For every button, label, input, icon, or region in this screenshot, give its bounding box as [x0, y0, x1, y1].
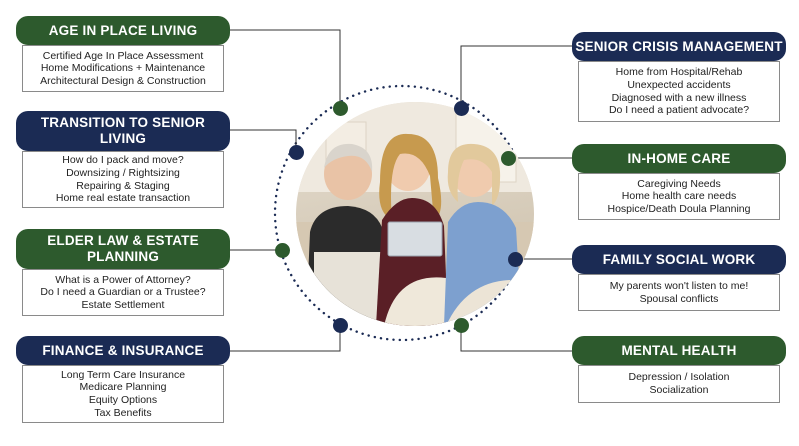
card-line: Depression / Isolation	[628, 371, 730, 384]
card-body: Caregiving Needs Home health care needs …	[578, 173, 780, 220]
node-dot-in-home	[501, 151, 516, 166]
card-line: Architectural Design & Construction	[40, 74, 206, 87]
card-transition: TRANSITION TO SENIOR LIVING How do I pac…	[16, 111, 230, 208]
card-header: FINANCE & INSURANCE	[16, 336, 230, 365]
connector-transition	[230, 129, 297, 152]
card-line: Home from Hospital/Rehab	[615, 66, 743, 79]
node-dot-mental-health	[454, 318, 469, 333]
card-line: Socialization	[649, 384, 709, 396]
node-dot-elder-law	[275, 243, 290, 258]
connector-age-in-place	[230, 29, 341, 108]
connector-crisis	[460, 45, 572, 108]
card-line: Long Term Care Insurance	[60, 368, 186, 381]
card-body: Depression / Isolation Socialization	[578, 365, 780, 403]
connector-finance	[230, 326, 341, 352]
card-header: IN-HOME CARE	[572, 144, 786, 173]
card-line: Home real estate transaction	[55, 192, 191, 205]
card-line: Equity Options	[88, 394, 158, 406]
node-dot-finance	[333, 318, 348, 333]
card-line: Tax Benefits	[94, 406, 152, 419]
card-line: Diagnosed with a new illness	[611, 91, 747, 104]
card-in-home: IN-HOME CARE Caregiving Needs Home healt…	[572, 144, 786, 220]
center-photo	[296, 102, 534, 326]
card-line: Repairing & Staging	[76, 179, 170, 192]
card-line: Home Modifications + Maintenance	[40, 62, 206, 75]
card-line: Hospice/Death Doula Planning	[607, 202, 751, 215]
card-finance: FINANCE & INSURANCE Long Term Care Insur…	[16, 336, 230, 423]
node-dot-crisis	[454, 101, 469, 116]
card-line: Medicare Planning	[79, 381, 167, 394]
card-line: What is a Power of Attorney?	[55, 273, 191, 286]
card-crisis: SENIOR CRISIS MANAGEMENT Home from Hospi…	[572, 32, 786, 122]
card-header: TRANSITION TO SENIOR LIVING	[16, 111, 230, 151]
card-line: How do I pack and move?	[62, 154, 184, 167]
card-header: ELDER LAW & ESTATE PLANNING	[16, 229, 230, 269]
seniors-laughing-illustration	[296, 102, 534, 326]
card-social-work: FAMILY SOCIAL WORK My parents won't list…	[572, 245, 786, 311]
card-body: Home from Hospital/Rehab Unexpected acci…	[578, 61, 780, 122]
card-line: Do I need a patient advocate?	[608, 104, 750, 117]
card-line: Spousal conflicts	[639, 292, 719, 305]
card-mental-health: MENTAL HEALTH Depression / Isolation Soc…	[572, 336, 786, 403]
connector-mental-health	[460, 326, 572, 352]
card-header: SENIOR CRISIS MANAGEMENT	[572, 32, 786, 61]
card-line: Certified Age In Place Assessment	[42, 49, 204, 62]
card-body: What is a Power of Attorney? Do I need a…	[22, 269, 224, 316]
card-line: Unexpected accidents	[627, 78, 731, 91]
card-header: MENTAL HEALTH	[572, 336, 786, 365]
card-line: My parents won't listen to me!	[609, 279, 749, 292]
card-header: AGE IN PLACE LIVING	[16, 16, 230, 45]
card-body: How do I pack and move? Downsizing / Rig…	[22, 151, 224, 208]
card-age-in-place: AGE IN PLACE LIVING Certified Age In Pla…	[16, 16, 230, 92]
card-body: My parents won't listen to me! Spousal c…	[578, 274, 780, 311]
node-dot-social-work	[508, 252, 523, 267]
card-body: Long Term Care Insurance Medicare Planni…	[22, 365, 224, 423]
card-line: Caregiving Needs	[637, 177, 721, 190]
card-line: Home health care needs	[621, 190, 737, 203]
card-elder-law: ELDER LAW & ESTATE PLANNING What is a Po…	[16, 229, 230, 316]
card-line: Do I need a Guardian or a Trustee?	[40, 286, 206, 299]
card-line: Estate Settlement	[81, 298, 165, 311]
card-body: Certified Age In Place Assessment Home M…	[22, 45, 224, 92]
card-line: Downsizing / Rightsizing	[66, 166, 180, 179]
node-dot-age-in-place	[333, 101, 348, 116]
node-dot-transition	[289, 145, 304, 160]
card-header: FAMILY SOCIAL WORK	[572, 245, 786, 274]
